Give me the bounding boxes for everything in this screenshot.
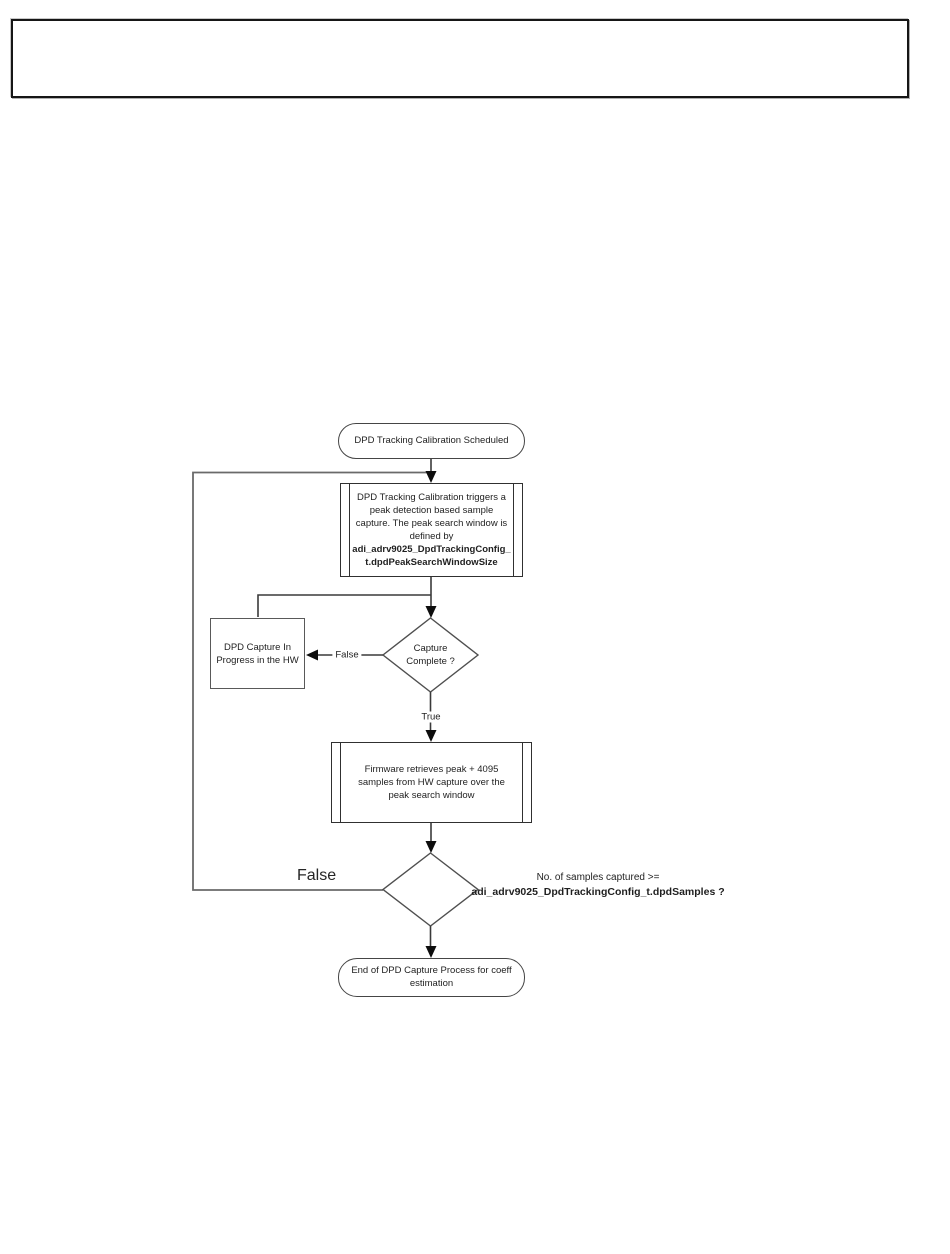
text-line-config-name: t.dpdPeakSearchWindowSize — [365, 557, 498, 568]
text-line: peak detection based sample — [369, 505, 494, 516]
decision-capture-complete-text: Capture Complete ? — [391, 628, 470, 682]
false-feedback-label: False — [297, 867, 337, 884]
decision-samples-caption-line1: No. of samples captured >= — [536, 872, 660, 883]
text-line: defined by — [409, 531, 454, 542]
trigger-process-box: DPD Tracking Calibration triggers a peak… — [340, 483, 523, 577]
predefined-right-bar — [522, 743, 523, 822]
start-terminator-label: DPD Tracking Calibration Scheduled — [354, 434, 509, 446]
text-line: capture. The peak search window is — [355, 518, 508, 529]
false-branch-label: False — [332, 649, 362, 661]
dpd-in-progress-box: DPD Capture In Progress in the HW — [210, 618, 305, 689]
arrowhead-into-trigger-process — [425, 471, 437, 483]
predefined-left-bar — [340, 743, 341, 822]
text-line: Firmware retrieves peak + 4095 — [364, 764, 499, 775]
connector-inprogress-loop — [257, 594, 431, 617]
decision-samples-caption-line2: adi_adrv9025_DpdTrackingConfig_t.dpdSamp… — [471, 886, 725, 898]
arrowhead-into-firmware-process — [425, 730, 437, 742]
header-box — [11, 19, 909, 98]
text-line: Progress in the HW — [216, 654, 299, 666]
predefined-right-bar — [513, 484, 514, 576]
decision-samples-diamond — [381, 852, 480, 927]
text-line-config-name: adi_adrv9025_DpdTrackingConfig_ — [352, 544, 511, 555]
predefined-left-bar — [349, 484, 350, 576]
firmware-retrieve-process-box: Firmware retrieves peak + 4095 samples f… — [331, 742, 532, 823]
connector-false-feedback-loop — [192, 471, 430, 891]
arrowhead-into-decision1 — [425, 606, 437, 618]
end-terminator: End of DPD Capture Process for coeff est… — [338, 958, 525, 997]
text-line: Capture — [413, 642, 448, 654]
text-line: End of DPD Capture Process for coeff — [351, 965, 512, 976]
decision-samples-caption: No. of samples captured >= adi_adrv9025_… — [467, 871, 729, 899]
text-line: peak search window — [388, 790, 475, 801]
start-terminator: DPD Tracking Calibration Scheduled — [338, 423, 525, 459]
text-line: samples from HW capture over the — [358, 777, 505, 788]
text-line: estimation — [409, 977, 454, 989]
true-branch-label: True — [418, 711, 444, 723]
arrowhead-into-end-terminator — [425, 946, 437, 958]
text-line: DPD Tracking Calibration triggers a — [357, 492, 506, 503]
arrowhead-into-decision2 — [425, 841, 437, 853]
text-line: Complete ? — [406, 656, 455, 667]
text-line: DPD Capture In — [223, 641, 292, 653]
arrowhead-into-inprogress-box — [306, 649, 318, 661]
